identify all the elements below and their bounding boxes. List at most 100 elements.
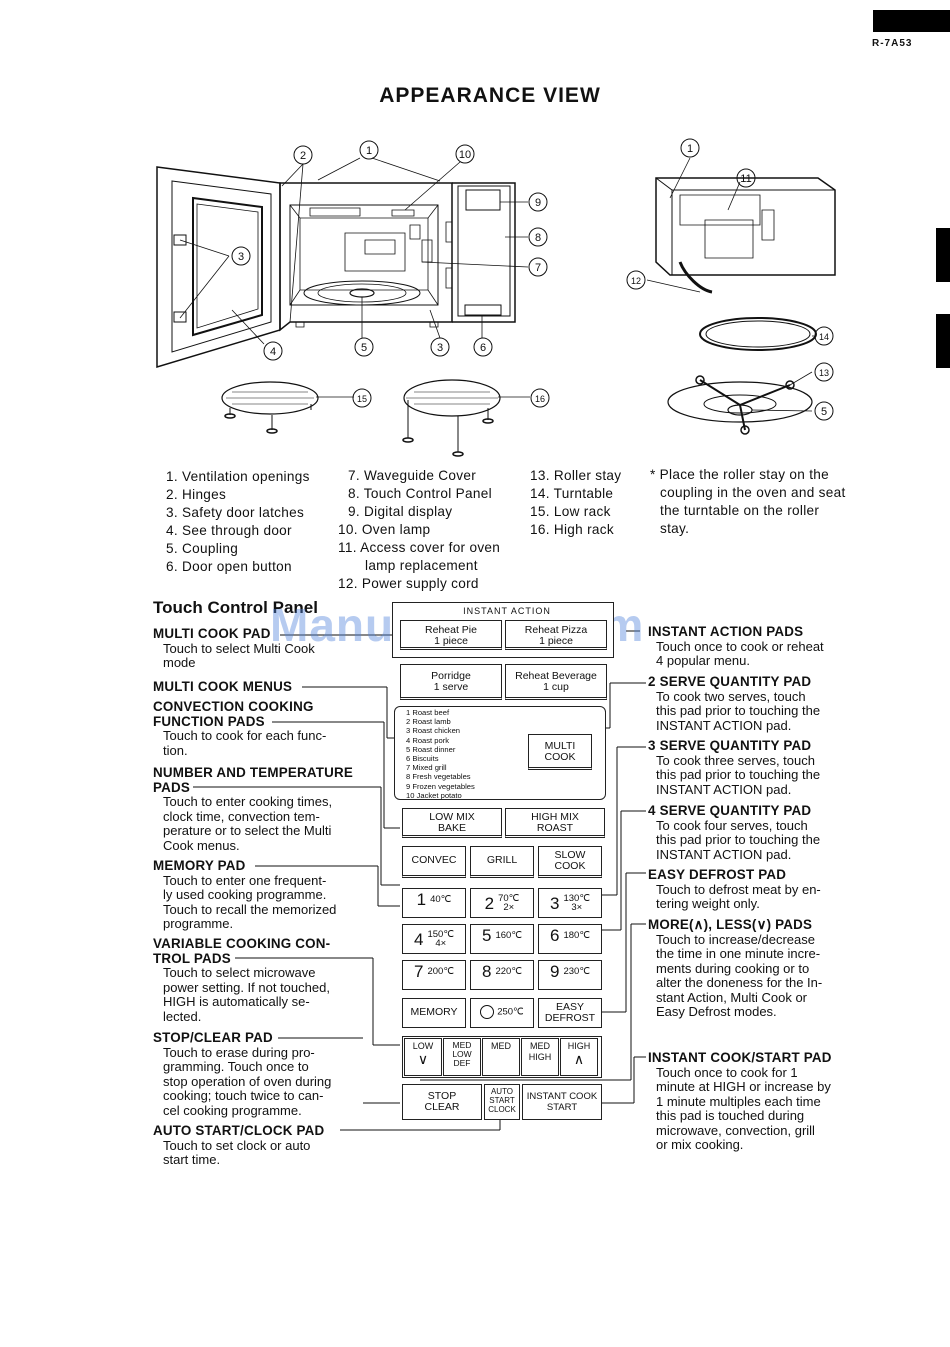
- svg-text:3: 3: [437, 342, 443, 354]
- label-multi-cook-pad: MULTI COOK PAD Touch to select Multi Coo…: [153, 626, 315, 670]
- callout-1: 1: [681, 139, 699, 157]
- svg-text:13: 13: [819, 368, 829, 378]
- list-item: 9 Frozen vegetables: [406, 781, 475, 791]
- list-item: 14. Turntable: [530, 486, 614, 501]
- list-item: lamp replacement: [365, 558, 478, 573]
- list-item: 13. Roller stay: [530, 468, 622, 483]
- label-3-serve-pad: 3 SERVE QUANTITY PAD To cook three serve…: [648, 738, 821, 797]
- callout-9: 9: [529, 193, 547, 211]
- parts-list-3: 13. Roller stay 14. Turntable 15. Low ra…: [530, 467, 621, 539]
- multi-cook-menus-list: 1 Roast beef 2 Roast lamb 3 Roast chicke…: [406, 708, 475, 800]
- parts-list-1: 1. Ventilation openings 2. Hinges 3. Saf…: [166, 468, 310, 576]
- pad-number: 2: [484, 893, 495, 913]
- pad-temperature: 160℃: [495, 930, 522, 941]
- more-icon: ∧: [573, 1051, 585, 1067]
- svg-text:5: 5: [361, 342, 367, 354]
- low-less-pad[interactable]: LOW ∨: [404, 1038, 442, 1076]
- list-item: 11. Access cover for oven: [338, 540, 501, 555]
- pad-temperature: 220℃: [495, 966, 522, 977]
- header-bar: [873, 10, 950, 32]
- side-marker: [936, 228, 950, 282]
- svg-text:12: 12: [631, 276, 641, 286]
- list-item: 3 Roast chicken: [406, 726, 461, 736]
- label-memory-pad: MEMORY PAD Touch to enter one frequent- …: [153, 858, 337, 931]
- list-item: 7 Mixed grill: [406, 763, 447, 773]
- callout-13: 13: [815, 363, 833, 381]
- panel-leader-lines: [0, 600, 950, 1160]
- label-easy-defrost-pad: EASY DEFROST PAD Touch to defrost meat b…: [648, 867, 821, 911]
- list-item: 5. Coupling: [166, 541, 239, 556]
- label-stop-clear-pad: STOP/CLEAR PAD Touch to erase during pro…: [153, 1030, 332, 1118]
- svg-text:8: 8: [535, 232, 541, 244]
- pad-number: 5: [482, 926, 492, 945]
- callout-16: 16: [531, 389, 549, 407]
- list-item: 1 Roast beef: [406, 708, 450, 717]
- memory-pad[interactable]: MEMORY: [402, 998, 466, 1028]
- label-number-temperature-pads: NUMBER AND TEMPERATURE PADS Touch to ent…: [153, 765, 354, 853]
- svg-text:6: 6: [480, 342, 486, 354]
- callout-5: 5: [815, 402, 833, 420]
- svg-text:2: 2: [300, 150, 306, 162]
- list-item: 4. See through door: [166, 523, 292, 538]
- svg-text:9: 9: [535, 197, 541, 209]
- svg-text:11: 11: [740, 173, 751, 185]
- zero-250-pad[interactable]: 250℃: [470, 998, 534, 1028]
- svg-text:5: 5: [821, 406, 827, 418]
- side-marker: [936, 314, 950, 368]
- med-pad[interactable]: MED: [482, 1038, 520, 1076]
- callout-10: 10: [456, 145, 474, 163]
- label-4-serve-pad: 4 SERVE QUANTITY PAD To cook four serves…: [648, 803, 821, 862]
- turntable: [700, 318, 816, 350]
- pad-number: 9: [550, 962, 560, 981]
- pad-number: 7: [414, 962, 424, 981]
- convec-pad[interactable]: CONVEC: [402, 846, 466, 878]
- svg-text:15: 15: [357, 394, 367, 404]
- callout-5: 5: [355, 338, 373, 356]
- list-item: 16. High rack: [530, 522, 614, 537]
- label-variable-cooking-pads: VARIABLE COOKING CON- TROL PADS Touch to…: [153, 936, 331, 1024]
- svg-text:16: 16: [535, 394, 545, 404]
- callout-3: 3: [232, 247, 250, 265]
- list-item: 7. Waveguide Cover: [348, 468, 477, 483]
- list-item: 6 Biscuits: [406, 754, 439, 764]
- callout-1: 1: [360, 141, 378, 159]
- svg-text:7: 7: [535, 262, 541, 274]
- list-item: 8 Fresh vegetables: [406, 772, 471, 782]
- page-title: APPEARANCE VIEW: [379, 84, 601, 107]
- pad-temperature: 230℃: [563, 966, 590, 977]
- callout-6: 6: [474, 338, 492, 356]
- callout-7: 7: [529, 258, 547, 276]
- grill-pad[interactable]: GRILL: [470, 846, 534, 878]
- pad-number: 3: [550, 893, 560, 913]
- list-item: 10 Jacket potato: [406, 790, 462, 800]
- high-more-pad[interactable]: HIGH ∧: [560, 1038, 598, 1076]
- pad-temperature: 200℃: [427, 966, 454, 977]
- svg-text:1: 1: [366, 145, 372, 157]
